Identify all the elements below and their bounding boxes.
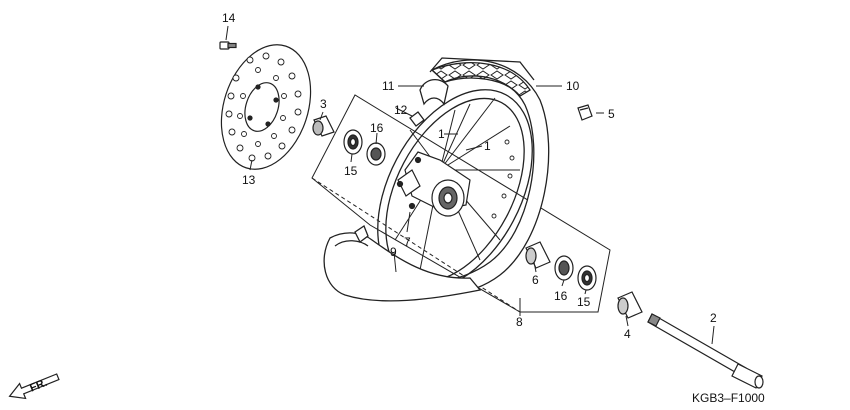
bearing-right xyxy=(577,265,597,291)
callout-6: 6 xyxy=(532,273,539,287)
dust-seal-right xyxy=(554,255,574,281)
callout-10: 10 xyxy=(566,79,580,93)
disc-bolt xyxy=(219,41,237,50)
collar-6 xyxy=(525,241,551,269)
callout-16-left: 16 xyxy=(370,121,384,135)
collar-3 xyxy=(312,115,335,137)
callout-1-lower: 1 xyxy=(484,139,491,153)
callout-2: 2 xyxy=(710,311,717,325)
inner-tube xyxy=(323,225,482,302)
callout-5: 5 xyxy=(608,107,615,121)
leader-lines xyxy=(225,25,715,345)
callout-11: 11 xyxy=(382,79,395,93)
callout-3: 3 xyxy=(320,97,327,111)
callout-15-left: 15 xyxy=(344,164,358,178)
callout-7: 7 xyxy=(404,235,411,249)
callout-labels: 14 13 3 16 15 11 12 10 5 1 1 7 9 6 16 15… xyxy=(222,11,717,341)
bearing-left xyxy=(343,129,363,155)
front-direction-indicator: FR. xyxy=(8,373,60,400)
callout-13: 13 xyxy=(242,173,256,187)
callout-8: 8 xyxy=(516,315,523,329)
callout-4: 4 xyxy=(624,327,631,341)
valve-cap xyxy=(577,104,593,121)
rim-band xyxy=(409,79,449,127)
collar-4 xyxy=(617,291,643,319)
callout-16-right: 16 xyxy=(554,289,568,303)
assembly-outline xyxy=(311,94,611,313)
dust-seal-left xyxy=(366,142,386,166)
diagram-code: KGB3–F1000 xyxy=(692,391,765,405)
hub xyxy=(396,151,471,217)
callout-1-upper: 1 xyxy=(438,127,445,141)
arrow-icon xyxy=(8,373,60,400)
brake-disc xyxy=(220,44,312,170)
callout-12: 12 xyxy=(394,103,408,117)
axle xyxy=(647,313,764,389)
callout-9: 9 xyxy=(390,245,397,259)
callout-15-right: 15 xyxy=(577,295,591,309)
callout-14: 14 xyxy=(222,11,236,25)
